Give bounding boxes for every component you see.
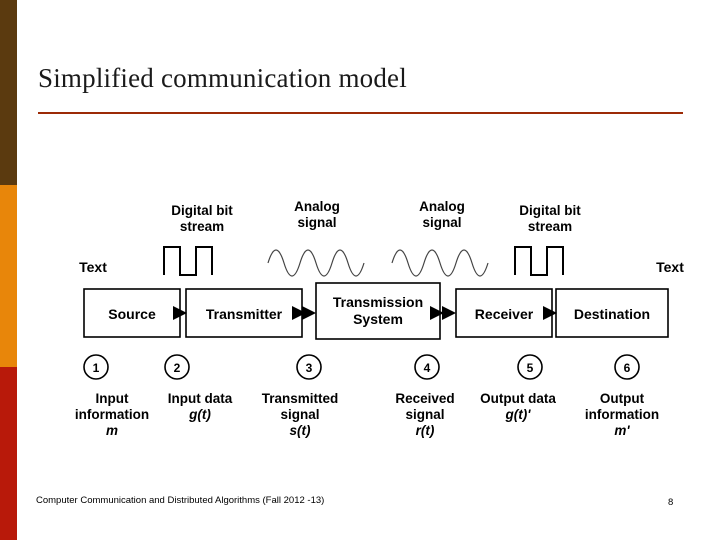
step-caption-3: Transmitted signal s(t) bbox=[262, 391, 339, 438]
svg-text:r(t): r(t) bbox=[416, 423, 435, 438]
svg-text:g(t): g(t) bbox=[188, 407, 211, 422]
svg-text:Source: Source bbox=[108, 306, 156, 322]
svg-text:stream: stream bbox=[528, 219, 572, 234]
svg-text:stream: stream bbox=[180, 219, 224, 234]
step-caption-4: Received signal r(t) bbox=[395, 391, 454, 438]
analog-waveform-left-icon bbox=[267, 249, 365, 277]
svg-text:Destination: Destination bbox=[574, 306, 650, 322]
step-circle-5: 5 bbox=[517, 354, 543, 380]
digital-waveform-right-icon bbox=[514, 246, 564, 276]
svg-text:signal: signal bbox=[405, 407, 444, 422]
svg-text:Analog: Analog bbox=[419, 199, 465, 214]
title-divider bbox=[38, 112, 683, 114]
svg-text:Output: Output bbox=[600, 391, 645, 406]
label-text-left: Text bbox=[79, 259, 107, 275]
box-receiver: Receiver bbox=[455, 288, 553, 338]
step-caption-1: Input information m bbox=[75, 391, 149, 438]
svg-text:Input data: Input data bbox=[168, 391, 233, 406]
svg-text:Output data: Output data bbox=[480, 391, 556, 406]
label-digital-bit-stream-left: Digital bit stream bbox=[171, 203, 233, 234]
step-circle-4: 4 bbox=[414, 354, 440, 380]
svg-text:6: 6 bbox=[624, 361, 631, 375]
step-circle-1: 1 bbox=[83, 354, 109, 380]
svg-text:information: information bbox=[585, 407, 659, 422]
box-transmission-system: Transmission System bbox=[315, 282, 441, 340]
digital-waveform-left-icon bbox=[163, 246, 213, 276]
step-caption-2: Input data g(t) bbox=[168, 391, 233, 422]
communication-model-diagram: Digital bit stream Analog signal Analog … bbox=[60, 185, 700, 450]
sidebar-segment-brown bbox=[0, 0, 17, 185]
label-digital-bit-stream-right: Digital bit stream bbox=[519, 203, 581, 234]
svg-text:1: 1 bbox=[93, 361, 100, 375]
svg-text:Analog: Analog bbox=[294, 199, 340, 214]
svg-text:Receiver: Receiver bbox=[475, 306, 534, 322]
svg-text:m: m bbox=[106, 423, 118, 438]
decorative-sidebar bbox=[0, 0, 17, 540]
svg-text:Input: Input bbox=[96, 391, 129, 406]
analog-waveform-right-icon bbox=[391, 249, 489, 277]
sidebar-segment-red bbox=[0, 367, 17, 540]
svg-text:Received: Received bbox=[395, 391, 454, 406]
label-analog-signal-left: Analog signal bbox=[294, 199, 340, 230]
step-caption-6: Output information m' bbox=[585, 391, 659, 438]
box-source: Source bbox=[83, 288, 181, 338]
svg-text:information: information bbox=[75, 407, 149, 422]
step-caption-5: Output data g(t)' bbox=[480, 391, 556, 422]
sidebar-segment-orange bbox=[0, 185, 17, 367]
slide-page-number: 8 bbox=[668, 497, 674, 508]
page-title: Simplified communication model bbox=[38, 63, 407, 93]
svg-text:m': m' bbox=[614, 423, 630, 438]
svg-text:Transmission: Transmission bbox=[333, 294, 423, 310]
svg-text:signal: signal bbox=[297, 215, 336, 230]
box-destination: Destination bbox=[555, 288, 669, 338]
label-text-right: Text bbox=[656, 259, 684, 275]
svg-text:Digital bit: Digital bit bbox=[519, 203, 581, 218]
label-analog-signal-right: Analog signal bbox=[419, 199, 465, 230]
svg-text:signal: signal bbox=[422, 215, 461, 230]
svg-text:g(t)': g(t)' bbox=[505, 407, 532, 422]
svg-text:Transmitter: Transmitter bbox=[206, 306, 283, 322]
svg-text:s(t): s(t) bbox=[290, 423, 311, 438]
svg-text:3: 3 bbox=[306, 361, 313, 375]
slide-footer: Computer Communication and Distributed A… bbox=[36, 495, 325, 506]
step-circle-2: 2 bbox=[164, 354, 190, 380]
svg-text:4: 4 bbox=[424, 361, 431, 375]
box-transmitter: Transmitter bbox=[185, 288, 303, 338]
step-circle-3: 3 bbox=[296, 354, 322, 380]
svg-text:Digital bit: Digital bit bbox=[171, 203, 233, 218]
svg-text:Transmitted: Transmitted bbox=[262, 391, 339, 406]
svg-text:System: System bbox=[353, 311, 403, 327]
svg-text:2: 2 bbox=[174, 361, 181, 375]
svg-text:signal: signal bbox=[280, 407, 319, 422]
step-circle-6: 6 bbox=[614, 354, 640, 380]
svg-text:5: 5 bbox=[527, 361, 534, 375]
